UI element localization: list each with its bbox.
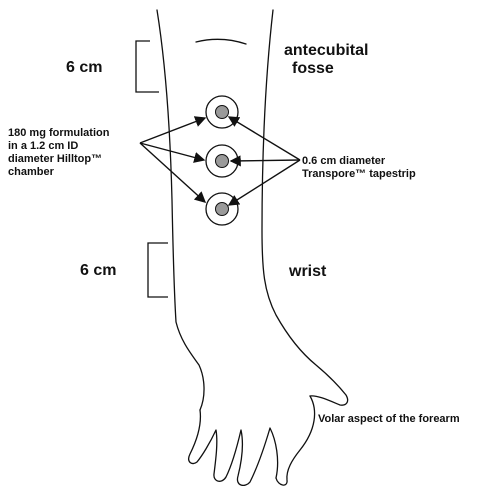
- tapestrip-label-line1: 0.6 cm diameter: [302, 155, 386, 167]
- upper-distance-label: 6 cm: [66, 59, 102, 76]
- formulation-label-line4: chamber: [8, 166, 55, 178]
- antecubital-label-line1: antecubital: [284, 42, 368, 59]
- tapestrip-arrow-middle: [231, 160, 300, 161]
- wrist-label: wrist: [288, 263, 327, 280]
- chamber-arrow-top: [140, 118, 205, 143]
- antecubital-label-line2: fosse: [292, 60, 334, 77]
- tapestrip-label-line2: Transpore™ tapestrip: [302, 168, 416, 180]
- formulation-label-line1: 180 mg formulation: [8, 127, 110, 139]
- lower-distance-bracket: [148, 243, 168, 297]
- formulation-label-line2: in a 1.2 cm ID: [8, 140, 78, 152]
- antecubital-crease: [196, 39, 246, 44]
- formulation-label-line3: diameter Hilltop™: [8, 153, 102, 165]
- tapestrip-arrow-bottom: [229, 160, 300, 205]
- application-site-3: [206, 193, 238, 225]
- thumb-outline: [276, 396, 315, 485]
- arm-left-contour: [157, 10, 204, 410]
- fingers-outline: [189, 410, 278, 485]
- application-site-1: [206, 96, 238, 128]
- lower-distance-label: 6 cm: [80, 262, 116, 279]
- figure-caption: Volar aspect of the forearm: [318, 413, 460, 425]
- upper-distance-bracket: [136, 41, 159, 92]
